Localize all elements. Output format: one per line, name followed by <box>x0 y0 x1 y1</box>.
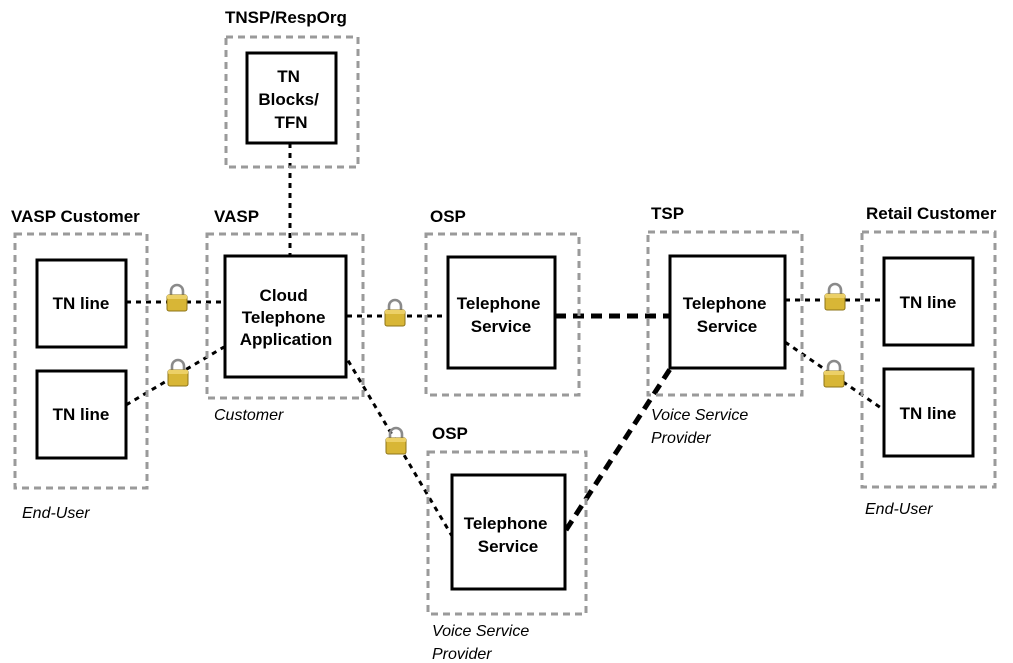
box-text-line: Telephone <box>464 514 548 533</box>
tn-line-label: TN line <box>53 405 110 424</box>
box-text-line: TN <box>277 67 300 86</box>
tn-line-box <box>882 367 975 458</box>
telephone-service-label: Telephone Service <box>683 294 771 336</box>
box-text-line: Service <box>478 537 539 556</box>
group-osp-bottom: OSP Telephone Service Voice Service Prov… <box>426 424 588 663</box>
telephone-service-label: Telephone Service <box>457 294 545 336</box>
tn-blocks-tfn-box <box>245 51 338 145</box>
padlock-icon <box>823 282 847 312</box>
group-title-osp: OSP <box>430 207 466 226</box>
telephone-service-label: Telephone Service <box>464 514 552 556</box>
padlock-icon <box>165 283 189 313</box>
tn-line-box <box>882 256 975 347</box>
group-tnsp-resporg: TNSP/RespOrg TN Blocks/ TFN <box>224 8 360 169</box>
group-vasp: VASP Cloud Telephone Application Custome… <box>205 207 365 424</box>
box-text-line: Service <box>697 317 758 336</box>
box-text-line: Blocks/ <box>258 90 319 109</box>
tn-blocks-tfn-label: TN Blocks/ TFN <box>258 67 323 132</box>
role-text-line: Provider <box>651 430 711 447</box>
group-osp-top: OSP Telephone Service <box>424 207 581 397</box>
group-title-retail-customer: Retail Customer <box>866 204 997 223</box>
box-text-line: Telephone <box>683 294 767 313</box>
group-vasp-customer: VASP Customer TN line TN line End-User <box>11 207 149 522</box>
padlock-icon <box>384 426 408 456</box>
padlock-icon <box>383 298 407 328</box>
group-frame <box>205 232 365 400</box>
telephone-service-box <box>446 255 557 370</box>
link-osp-bottom-tsp <box>563 364 675 532</box>
group-frame <box>426 450 588 616</box>
group-frame <box>424 232 581 397</box>
padlock-icon <box>166 358 190 388</box>
cloud-telephone-application-label: Cloud Telephone Application <box>240 286 333 349</box>
cloud-telephone-application-box <box>223 254 348 379</box>
role-label-voice-service-provider: Voice Service Provider <box>432 623 534 663</box>
tn-line-label: TN line <box>900 293 957 312</box>
role-label-customer: Customer <box>214 407 284 424</box>
role-text-line: Provider <box>432 646 492 663</box>
group-frame <box>13 232 149 490</box>
group-title-vasp-customer: VASP Customer <box>11 207 140 226</box>
padlock-icon <box>822 359 846 389</box>
role-text-line: Voice Service <box>651 407 748 424</box>
box-text-line: Telephone <box>457 294 541 313</box>
role-label-end-user: End-User <box>22 505 90 522</box>
box-text-line: Cloud <box>260 286 308 305</box>
telephone-service-box <box>668 254 787 370</box>
group-title-osp: OSP <box>432 424 468 443</box>
group-title-tsp: TSP <box>651 204 684 223</box>
tn-line-box <box>35 369 128 460</box>
group-frame <box>646 230 804 397</box>
tn-line-label: TN line <box>900 404 957 423</box>
group-title-tnsp-resporg: TNSP/RespOrg <box>225 8 347 27</box>
box-text-line: Telephone <box>242 308 326 327</box>
group-retail-customer: Retail Customer TN line TN line End-User <box>860 204 997 518</box>
role-label-voice-service-provider: Voice Service Provider <box>651 407 753 447</box>
box-text-line: Service <box>471 317 532 336</box>
group-tsp: TSP Telephone Service Voice Service Prov… <box>646 204 804 447</box>
telephone-service-box <box>450 473 567 591</box>
box-text-line: TFN <box>274 113 307 132</box>
role-label-end-user: End-User <box>865 501 933 518</box>
box-text-line: Application <box>240 330 333 349</box>
tn-line-label: TN line <box>53 294 110 313</box>
role-text-line: Voice Service <box>432 623 529 640</box>
tn-line-box <box>35 258 128 349</box>
group-frame <box>860 230 997 489</box>
group-title-vasp: VASP <box>214 207 259 226</box>
group-frame <box>224 35 360 169</box>
